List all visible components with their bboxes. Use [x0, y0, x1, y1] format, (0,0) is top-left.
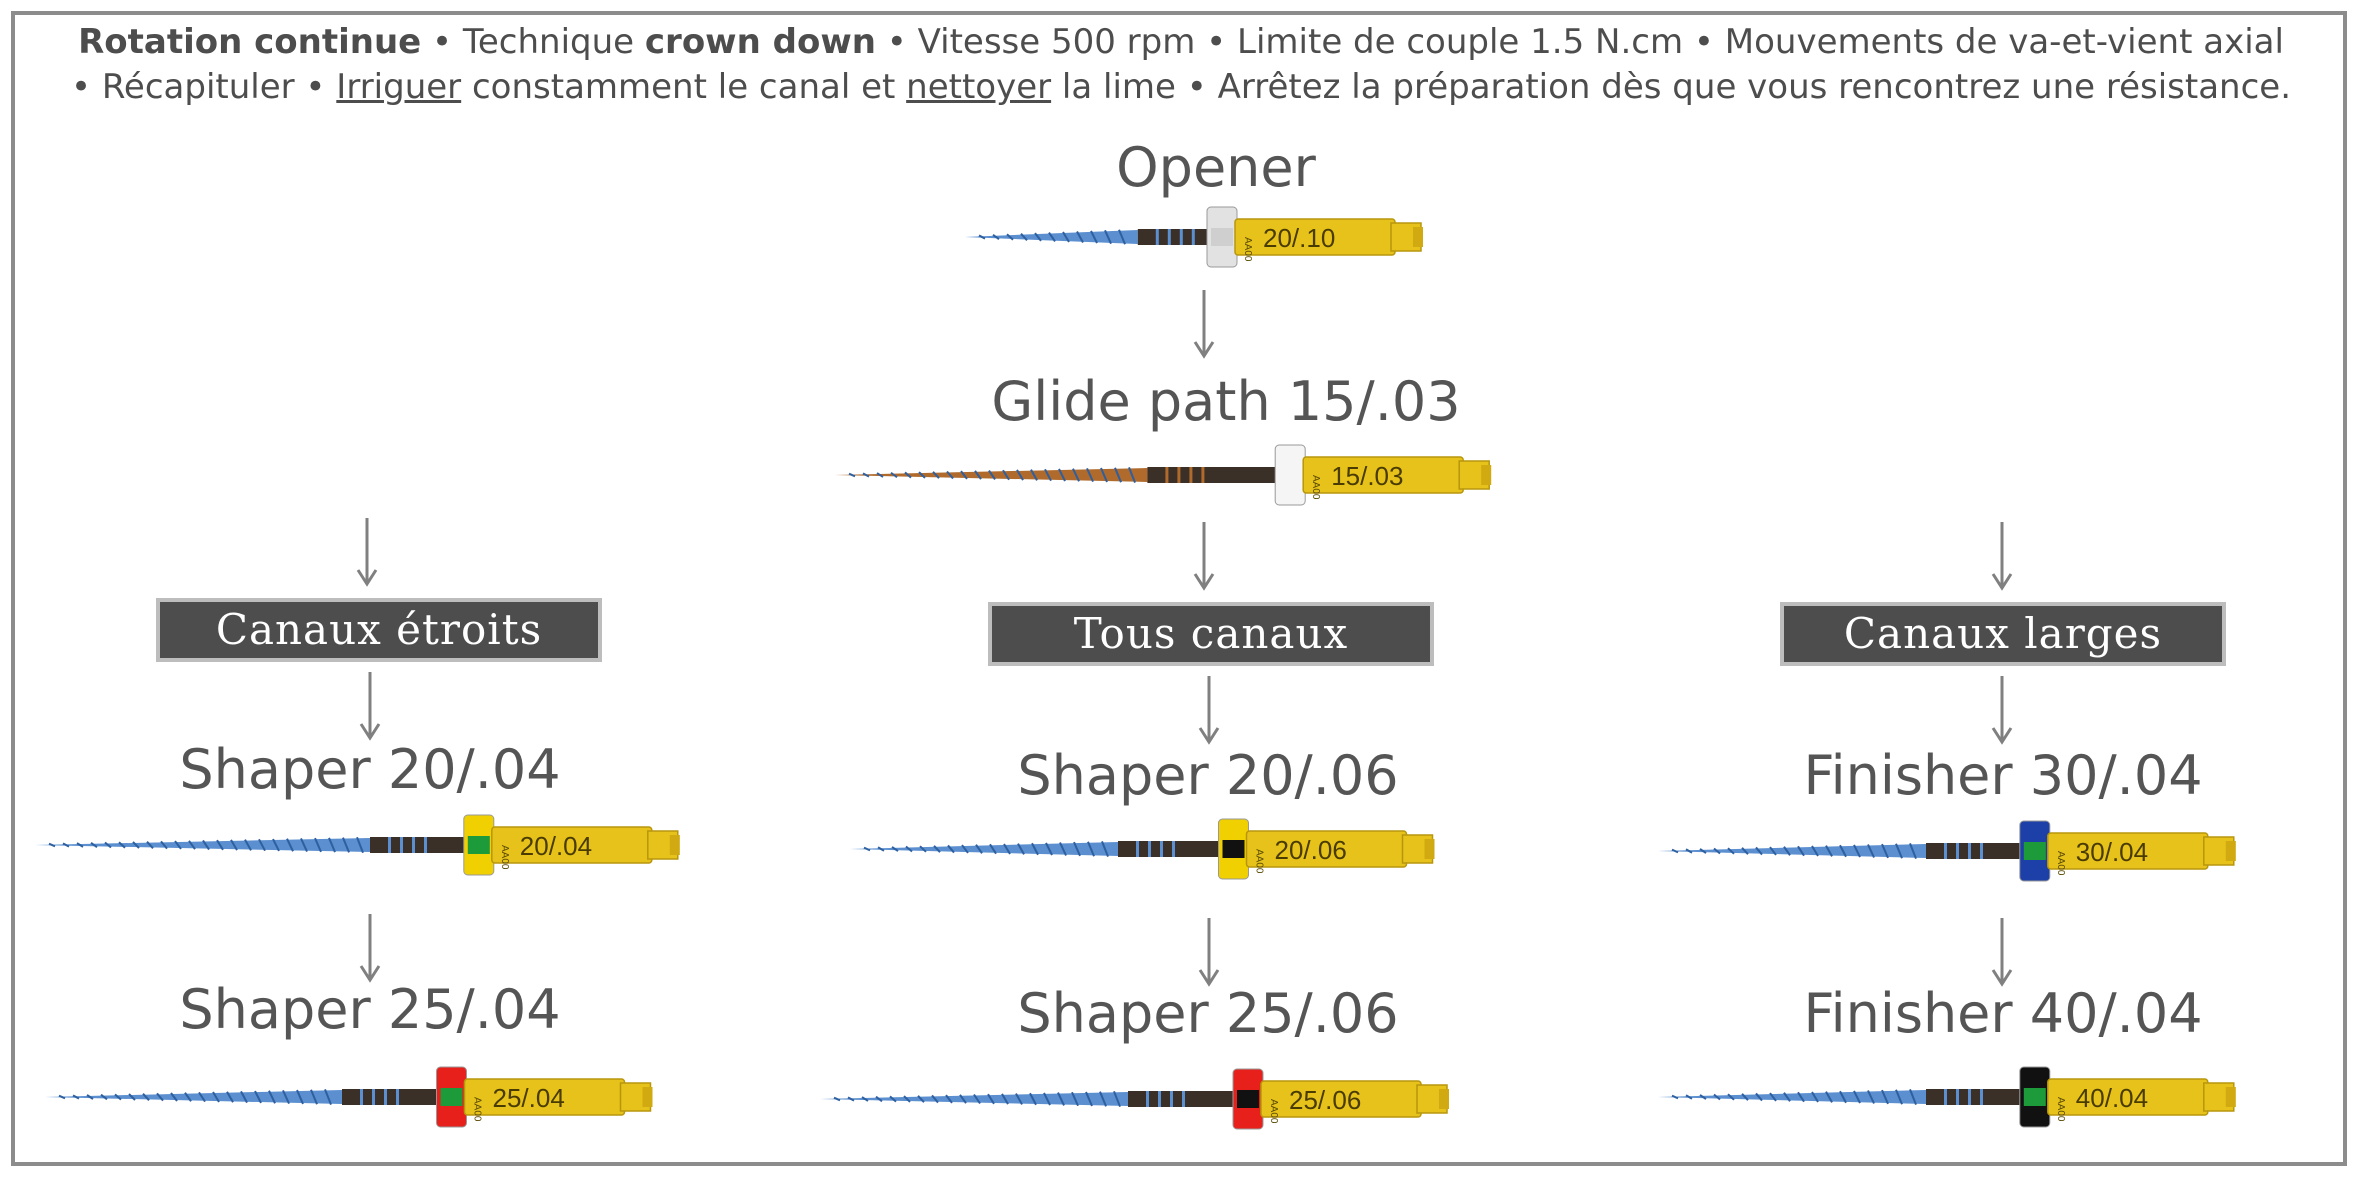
file-size-label: 30/.04	[2076, 837, 2148, 867]
file-glide-path: AA00 15/.03	[835, 438, 1545, 516]
ring-mark	[1279, 466, 1302, 484]
ring-mark	[2023, 842, 2046, 860]
file-size-label: 25/.04	[493, 1083, 565, 1113]
header-line-2-segment: la lime • Arrêtez la préparation dès que…	[1051, 67, 2292, 107]
ring-mark	[2023, 1088, 2046, 1106]
header-line-2: • Récapituler • Irriguer constamment le …	[0, 67, 2362, 107]
shank	[1128, 1091, 1235, 1107]
arrow-opener-to-glide	[1193, 290, 1215, 359]
header-line-2-segment: • Récapituler •	[70, 67, 337, 107]
blade	[35, 838, 370, 852]
file-finisher-30-04: AA00 30/.04	[1658, 814, 2328, 892]
shank	[342, 1089, 439, 1105]
header-line-2-segment: Irriguer	[336, 67, 462, 107]
file-shaper-20-06: AA00 20/.06	[850, 812, 1520, 890]
ring-mark	[1237, 1090, 1259, 1108]
file-size-label: 20/.04	[520, 831, 592, 861]
file-brand: AA00	[2055, 1097, 2066, 1122]
file-brand: AA00	[472, 1097, 483, 1122]
ring-mark	[1211, 228, 1233, 246]
shank	[1926, 1089, 2022, 1105]
file-size-label: 15/.03	[1331, 461, 1403, 491]
category-all-canals: Tous canaux	[988, 602, 1434, 666]
header-line-1-segment: • Vitesse 500 rpm • Limite de couple 1.5…	[875, 22, 2284, 62]
category-wide-canals: Canaux larges	[1780, 602, 2226, 666]
file-brand: AA00	[1254, 849, 1265, 874]
step-shaper-25-04: Shaper 25/.04	[179, 978, 561, 1041]
file-shaper-25-06: AA00 25/.06	[820, 1062, 1520, 1140]
diagram-frame	[11, 11, 2347, 1166]
arrow-narrow-to-shaper-20-04	[359, 672, 381, 741]
file-size-label: 40/.04	[2076, 1083, 2148, 1113]
arrow-all-to-shaper-20-06	[1198, 676, 1220, 745]
arrow-shaper-20-06-to-25-06	[1198, 918, 1220, 987]
file-brand: AA00	[2055, 851, 2066, 876]
step-shaper-20-06: Shaper 20/.06	[1017, 744, 1399, 807]
file-brand: AA00	[1242, 237, 1253, 262]
blade	[45, 1090, 342, 1104]
shank	[1926, 843, 2022, 859]
arrow-finisher-30-to-40	[1991, 918, 2013, 987]
shank	[370, 837, 466, 853]
ring-mark	[467, 836, 490, 854]
step-finisher-40-04: Finisher 40/.04	[1803, 982, 2203, 1045]
step-glide-path: Glide path 15/.03	[991, 370, 1461, 433]
file-opener: AA00 20/.10	[965, 200, 1445, 278]
arrow-to-narrow	[356, 518, 378, 587]
file-brand: AA00	[499, 845, 510, 870]
header-line-2-segment: constamment le canal et	[461, 67, 907, 107]
file-size-label: 25/.06	[1289, 1085, 1361, 1115]
file-shaper-25-04: AA00 25/.04	[45, 1060, 720, 1138]
file-brand: AA00	[1310, 475, 1321, 500]
shank	[1137, 229, 1209, 245]
header-line-1-segment: • Technique	[421, 22, 645, 62]
file-finisher-40-04: AA00 40/.04	[1658, 1060, 2328, 1138]
ring-mark	[440, 1088, 463, 1106]
header-line-1-segment: Rotation continue	[78, 22, 422, 62]
arrow-shaper-20-04-to-25-04	[359, 914, 381, 983]
file-brand: AA00	[1268, 1099, 1279, 1124]
arrow-wide-to-finisher-30-04	[1991, 676, 2013, 745]
category-narrow-canals: Canaux étroits	[156, 598, 602, 662]
header-line-1: Rotation continue • Technique crown down…	[0, 22, 2362, 62]
header-line-2-segment: nettoyer	[906, 67, 1052, 107]
shank	[1118, 841, 1221, 857]
file-size-label: 20/.06	[1275, 835, 1347, 865]
blade	[820, 1092, 1128, 1106]
file-size-label: 20/.10	[1263, 223, 1335, 253]
header-line-1-segment: crown down	[644, 22, 876, 62]
arrow-glide-to-all	[1193, 522, 1215, 591]
ring-mark	[1222, 840, 1245, 858]
step-shaper-25-06: Shaper 25/.06	[1017, 982, 1399, 1045]
arrow-to-wide	[1991, 522, 2013, 591]
file-shaper-20-04: AA00 20/.04	[35, 808, 705, 886]
step-finisher-30-04: Finisher 30/.04	[1803, 744, 2203, 807]
step-opener: Opener	[1116, 136, 1316, 199]
step-shaper-20-04: Shaper 20/.04	[179, 738, 561, 801]
